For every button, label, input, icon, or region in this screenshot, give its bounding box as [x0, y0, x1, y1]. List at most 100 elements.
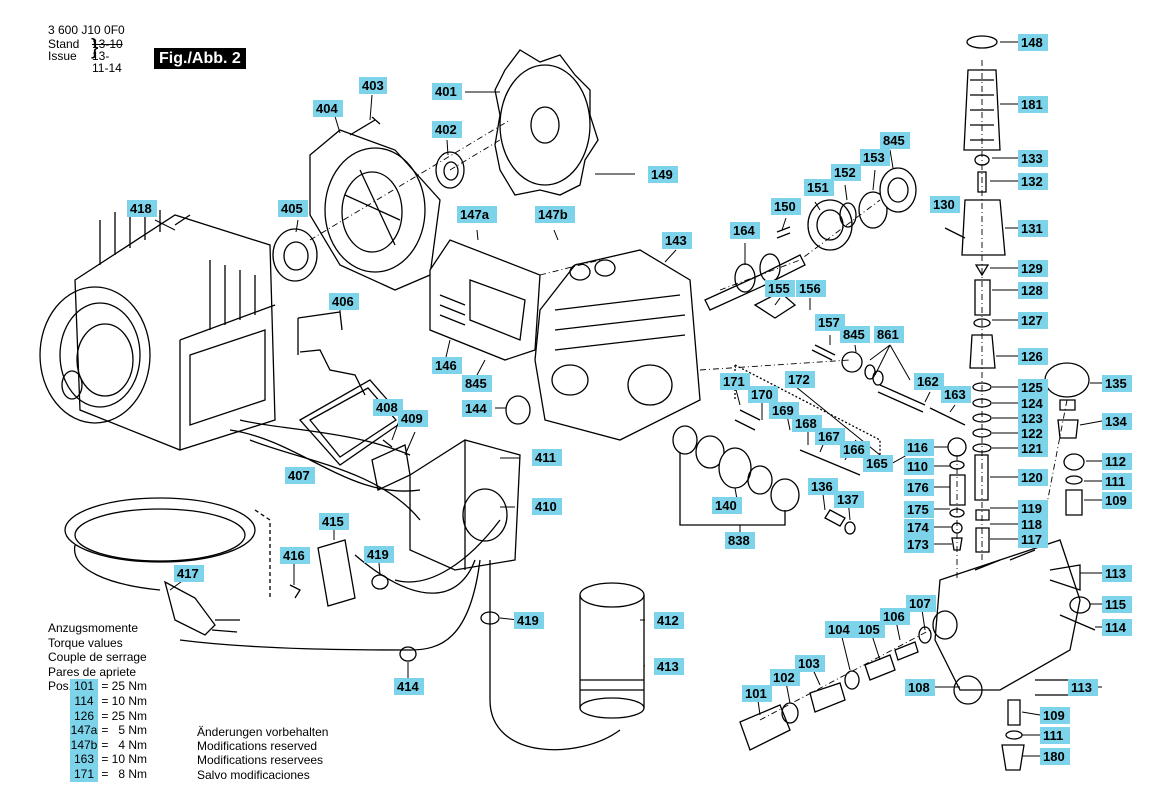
- bearing-drawing: [272, 228, 318, 282]
- svg-text:112: 112: [1105, 454, 1126, 469]
- torque-row: 171 = 8 Nm: [48, 766, 147, 782]
- grommet-drawing: [480, 611, 500, 625]
- svg-text:156: 156: [799, 281, 821, 296]
- svg-text:109: 109: [1043, 708, 1065, 723]
- svg-text:152: 152: [834, 165, 856, 180]
- svg-text:132: 132: [1021, 174, 1043, 189]
- svg-text:845: 845: [843, 327, 865, 342]
- callout-180: 180: [1040, 748, 1070, 765]
- assembly-lines: [309, 60, 1068, 721]
- svg-text:135: 135: [1105, 376, 1127, 391]
- callout-403: 403: [359, 77, 387, 94]
- torque-value: = 4 Nm: [101, 737, 148, 752]
- modifications-note: Änderungen vorbehalten Modifications res…: [197, 725, 328, 782]
- callout-144: 144: [462, 400, 492, 417]
- torque-values-block: Anzugsmomente Torque values Couple de se…: [48, 621, 147, 782]
- svg-text:838: 838: [728, 533, 750, 548]
- callout-123: 123: [1018, 410, 1048, 427]
- modifications-en: Modifications reserved: [197, 739, 318, 754]
- callout-113b: 113: [1068, 679, 1098, 696]
- svg-text:146: 146: [435, 358, 457, 373]
- callout-148: 148: [1018, 34, 1048, 51]
- svg-text:122: 122: [1021, 426, 1043, 441]
- svg-text:107: 107: [909, 596, 931, 611]
- svg-text:401: 401: [435, 84, 457, 99]
- flange-drawing: [429, 239, 541, 361]
- callout-133: 133: [1018, 150, 1048, 167]
- callout-103: 103: [795, 655, 825, 672]
- torque-pos: 163: [70, 752, 98, 767]
- svg-text:404: 404: [316, 101, 338, 116]
- callout-111b: 111: [1040, 727, 1070, 744]
- callout-170: 170: [748, 386, 778, 403]
- callout-118: 118: [1018, 516, 1048, 533]
- svg-text:170: 170: [751, 387, 773, 402]
- motor-drawing: [39, 205, 276, 451]
- callout-134: 134: [1102, 413, 1132, 430]
- torque-row: 147a = 5 Nm: [48, 723, 147, 738]
- callout-122: 122: [1018, 425, 1048, 442]
- svg-text:405: 405: [281, 201, 303, 216]
- callout-140: 140: [712, 497, 742, 514]
- plunger-drawing: [877, 384, 926, 413]
- document-header: 3 600 J10 0F0 Stand Issue } 13-10 13-11-…: [48, 24, 125, 75]
- svg-text:115: 115: [1105, 597, 1126, 612]
- svg-text:181: 181: [1021, 97, 1043, 112]
- callout-112: 112: [1102, 453, 1132, 470]
- svg-text:163: 163: [944, 387, 966, 402]
- torque-pos: 101: [70, 679, 98, 694]
- callout-117: 117: [1018, 531, 1048, 548]
- svg-text:130: 130: [933, 197, 955, 212]
- callout-155: 155: [765, 280, 795, 297]
- svg-text:129: 129: [1021, 261, 1043, 276]
- callout-419a: 419: [364, 546, 394, 563]
- callout-113a: 113: [1102, 565, 1132, 582]
- grommet-drawing: [371, 574, 389, 590]
- callout-102: 102: [770, 669, 800, 686]
- cylinder-drawing: [579, 582, 645, 719]
- svg-text:113: 113: [1105, 566, 1126, 581]
- torque-pos: 126: [70, 708, 98, 724]
- svg-text:125: 125: [1021, 380, 1043, 395]
- callout-116: 116: [904, 439, 934, 456]
- torque-title-de: Anzugsmomente: [48, 621, 139, 635]
- grommet-drawing: [399, 646, 417, 662]
- callout-861: 861: [874, 326, 904, 343]
- stand-value: 13-10: [92, 37, 123, 51]
- callout-845b: 845: [880, 132, 910, 149]
- svg-text:151: 151: [807, 180, 829, 195]
- callout-131: 131: [1018, 220, 1048, 237]
- callout-173: 173: [904, 536, 934, 553]
- svg-text:419: 419: [367, 547, 389, 562]
- screw-drawing: [382, 439, 393, 448]
- callout-109b: 109: [1040, 707, 1070, 724]
- torque-value: = 5 Nm: [101, 723, 148, 738]
- pump-housing-drawing: [534, 249, 701, 441]
- callout-412: 412: [654, 612, 684, 629]
- callout-150: 150: [771, 198, 801, 215]
- main-bearing-drawing: [807, 199, 853, 251]
- torque-value: = 10 Nm: [101, 693, 148, 708]
- callouts-layer: 403 404 401 402 405 418 406 408 409 411 …: [127, 34, 1132, 765]
- svg-text:403: 403: [362, 78, 384, 93]
- svg-text:155: 155: [768, 281, 790, 296]
- manifold-drawing: [932, 539, 1081, 705]
- callout-107: 107: [906, 595, 936, 612]
- callout-174: 174: [904, 519, 934, 536]
- torque-title-en: Torque values: [48, 635, 123, 650]
- stand-issue-values: 13-10 13-11-14: [92, 38, 125, 74]
- svg-text:116: 116: [907, 440, 928, 455]
- callout-166: 166: [840, 441, 870, 458]
- callout-401: 401: [432, 83, 462, 100]
- callout-136: 136: [808, 478, 838, 495]
- inlet-parts-drawing: [739, 626, 932, 751]
- callout-104: 104: [825, 621, 855, 638]
- torque-value: = 25 Nm: [101, 679, 148, 694]
- callout-164: 164: [730, 222, 760, 239]
- torque-pos: 171: [70, 766, 98, 782]
- spring-drawing: [799, 449, 861, 476]
- svg-text:845: 845: [883, 133, 905, 148]
- callout-121: 121: [1018, 440, 1048, 457]
- callout-120: 120: [1018, 469, 1048, 486]
- callout-419b: 419: [514, 612, 544, 629]
